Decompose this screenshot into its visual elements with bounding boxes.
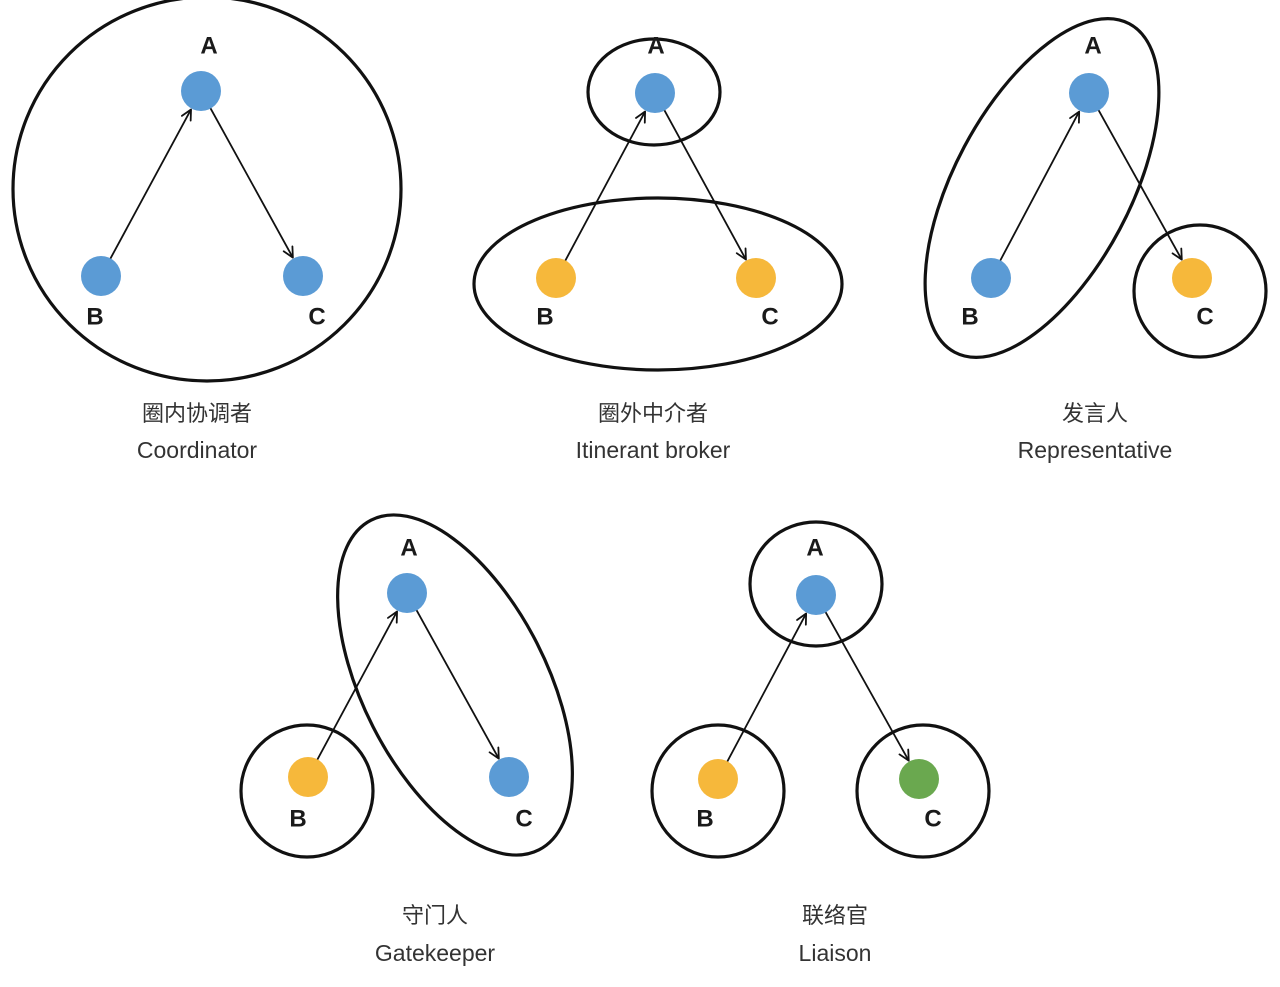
node-label-b: B (961, 303, 978, 330)
edge-a-to-c (823, 608, 910, 762)
edge-a-to-c (661, 106, 747, 261)
node-c (283, 256, 323, 296)
panel-itinerant-broker: A B C 圈外中介者 Itinerant broker (472, 32, 844, 463)
group-outline (748, 520, 884, 648)
node-label-c: C (1196, 303, 1213, 330)
node-b (971, 258, 1011, 298)
node-label-b: B (696, 805, 713, 832)
group-outline (336, 513, 574, 857)
group-outline (1132, 223, 1268, 359)
group-outline (855, 723, 991, 859)
panel-liaison: A B C 联络官 Liaison (650, 520, 991, 966)
node-c (489, 757, 529, 797)
node-b (698, 759, 738, 799)
node-label-a: A (647, 32, 664, 59)
caption-en: Coordinator (137, 437, 258, 463)
node-c (1172, 258, 1212, 298)
group-outline (586, 37, 722, 147)
node-label-c: C (515, 805, 532, 832)
group-outline (11, 0, 403, 383)
edge-a-to-c (413, 606, 500, 760)
node-label-c: C (308, 303, 325, 330)
edge-a-to-c (1095, 106, 1183, 261)
node-label-b: B (86, 303, 103, 330)
node-c (899, 759, 939, 799)
node-c (736, 258, 776, 298)
edge-b-to-a (997, 110, 1081, 265)
caption-zh: 发言人 (1062, 402, 1128, 427)
group-outline (472, 196, 844, 372)
panel-coordinator: A B C 圈内协调者 Coordinator (11, 0, 403, 463)
edge-b-to-a (562, 110, 646, 265)
node-b (536, 258, 576, 298)
group-outline (650, 723, 786, 859)
edge-b-to-a (724, 612, 808, 766)
node-label-a: A (400, 534, 417, 561)
caption-en: Representative (1018, 437, 1173, 463)
node-label-b: B (289, 805, 306, 832)
panel-representative: A B C 发言人 Representative (923, 17, 1268, 463)
caption-en: Gatekeeper (375, 940, 496, 966)
panel-gatekeeper: A B C 守门人 Gatekeeper (239, 513, 574, 966)
edge-a-to-c (207, 104, 294, 259)
node-label-a: A (1084, 32, 1101, 59)
node-b (288, 757, 328, 797)
edge-b-to-a (314, 610, 398, 764)
node-a (796, 575, 836, 615)
caption-zh: 守门人 (402, 904, 468, 929)
edge-b-to-a (107, 108, 192, 263)
caption-zh: 圈外中介者 (598, 402, 708, 427)
node-label-c: C (761, 303, 778, 330)
node-label-a: A (200, 32, 217, 59)
caption-en: Itinerant broker (576, 437, 731, 463)
node-label-c: C (924, 805, 941, 832)
group-outline (239, 723, 375, 859)
node-label-a: A (806, 534, 823, 561)
caption-en: Liaison (799, 940, 872, 966)
node-a (387, 573, 427, 613)
caption-zh: 圈内协调者 (142, 402, 252, 427)
node-b (81, 256, 121, 296)
caption-zh: 联络官 (802, 904, 868, 929)
node-label-b: B (536, 303, 553, 330)
group-outline (923, 17, 1161, 359)
node-a (635, 73, 675, 113)
node-a (181, 71, 221, 111)
node-a (1069, 73, 1109, 113)
